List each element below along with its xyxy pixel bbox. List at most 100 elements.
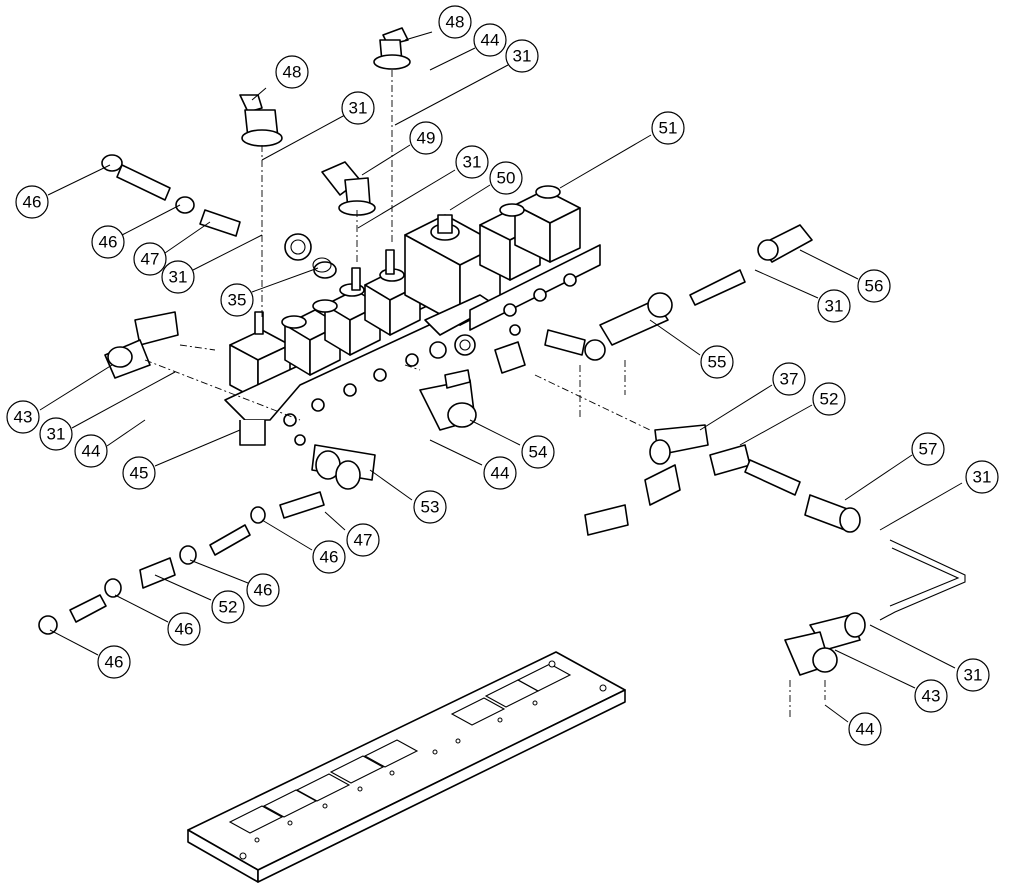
- callout-number: 45: [130, 464, 149, 483]
- callout-circle: [848, 712, 882, 746]
- callout-circle: [911, 432, 945, 466]
- callout-48: 48: [438, 5, 472, 39]
- callout-31: 31: [956, 658, 990, 692]
- callout-number: 31: [463, 153, 482, 172]
- callout-44: 44: [74, 434, 108, 468]
- fitting-43-right: [784, 612, 866, 676]
- callout-number: 44: [491, 464, 510, 483]
- tee-fitting-53: [311, 444, 376, 490]
- tee-fitting-52-right: [584, 444, 801, 536]
- callout-circle: [817, 289, 851, 323]
- callout-number: 48: [446, 13, 465, 32]
- callout-number: 35: [228, 291, 247, 310]
- callout-43: 43: [6, 400, 40, 434]
- callout-47: 47: [133, 242, 167, 276]
- connector-47-top: [199, 209, 337, 279]
- callout-52: 52: [211, 590, 245, 624]
- callout-circle: [455, 145, 489, 179]
- callout-number: 52: [820, 390, 839, 409]
- callout-circle: [211, 590, 245, 624]
- callout-31: 31: [161, 260, 195, 294]
- callout-circle: [341, 91, 375, 125]
- callout-circle: [39, 417, 73, 451]
- callout-circle: [97, 645, 131, 679]
- callout-circle: [133, 242, 167, 276]
- callout-53: 53: [413, 490, 447, 524]
- callout-number: 44: [856, 720, 875, 739]
- callout-57: 57: [911, 432, 945, 466]
- callout-circle: [91, 225, 125, 259]
- callout-circle: [15, 185, 49, 219]
- callout-number: 43: [14, 408, 33, 427]
- elbow-fitting-48-top: [373, 27, 411, 70]
- callout-circle: [483, 456, 517, 490]
- callout-number: 31: [825, 297, 844, 316]
- callout-circle: [772, 362, 806, 396]
- elbow-fitting-49: [321, 161, 376, 216]
- callout-number: 56: [865, 277, 884, 296]
- callout-circle: [700, 345, 734, 379]
- callout-37: 37: [772, 362, 806, 396]
- callout-circle: [857, 269, 891, 303]
- callout-46: 46: [97, 645, 131, 679]
- callout-number: 50: [497, 169, 516, 188]
- callout-46: 46: [91, 225, 125, 259]
- callout-circle: [161, 260, 195, 294]
- callout-46: 46: [167, 612, 201, 646]
- callout-number: 55: [708, 353, 727, 372]
- callout-43: 43: [914, 679, 948, 713]
- callout-number: 52: [219, 598, 238, 617]
- callout-number: 31: [47, 425, 66, 444]
- callout-circle: [489, 161, 523, 195]
- connector-57: [804, 494, 861, 533]
- callout-layer: 4848443131493151504646473135563155433144…: [6, 5, 999, 746]
- callout-number: 31: [513, 47, 532, 66]
- hose-clamp-left: [101, 154, 195, 214]
- callout-48: 48: [275, 55, 309, 89]
- callout-number: 44: [481, 31, 500, 50]
- leader-lines: [39, 31, 963, 723]
- fitting-43-left: [104, 311, 179, 379]
- callout-52: 52: [812, 382, 846, 416]
- callout-44: 44: [483, 456, 517, 490]
- callout-circle: [122, 456, 156, 490]
- callout-number: 31: [973, 468, 992, 487]
- callout-number: 44: [82, 442, 101, 461]
- right-valve-bank: [469, 185, 601, 336]
- callout-35: 35: [220, 283, 254, 317]
- callout-circle: [914, 679, 948, 713]
- callout-circle: [220, 283, 254, 317]
- callout-44: 44: [848, 712, 882, 746]
- callout-circle: [346, 523, 380, 557]
- callout-number: 51: [659, 119, 678, 138]
- fitting-55: [544, 292, 673, 361]
- callout-31: 31: [965, 460, 999, 494]
- connector-56: [689, 224, 813, 306]
- callout-circle: [812, 382, 846, 416]
- callout-circle: [246, 573, 280, 607]
- callout-number: 46: [99, 233, 118, 252]
- callout-31: 31: [39, 417, 73, 451]
- callout-circle: [409, 121, 443, 155]
- callout-54: 54: [521, 435, 555, 469]
- callout-circle: [6, 400, 40, 434]
- callout-number: 49: [417, 129, 436, 148]
- callout-number: 46: [254, 581, 273, 600]
- callout-47: 47: [346, 523, 380, 557]
- callout-45: 45: [122, 456, 156, 490]
- callout-circle: [651, 111, 685, 145]
- callout-number: 46: [105, 653, 124, 672]
- callout-circle: [965, 460, 999, 494]
- callout-50: 50: [489, 161, 523, 195]
- callout-number: 46: [23, 193, 42, 212]
- connector-35: [312, 257, 526, 374]
- callout-55: 55: [700, 345, 734, 379]
- center-lines: [144, 70, 826, 720]
- callout-number: 54: [529, 443, 548, 462]
- callout-number: 53: [421, 498, 440, 517]
- callout-number: 57: [919, 440, 938, 459]
- tee-fitting-37: [649, 424, 709, 465]
- callout-44: 44: [473, 23, 507, 57]
- callout-number: 47: [141, 250, 160, 269]
